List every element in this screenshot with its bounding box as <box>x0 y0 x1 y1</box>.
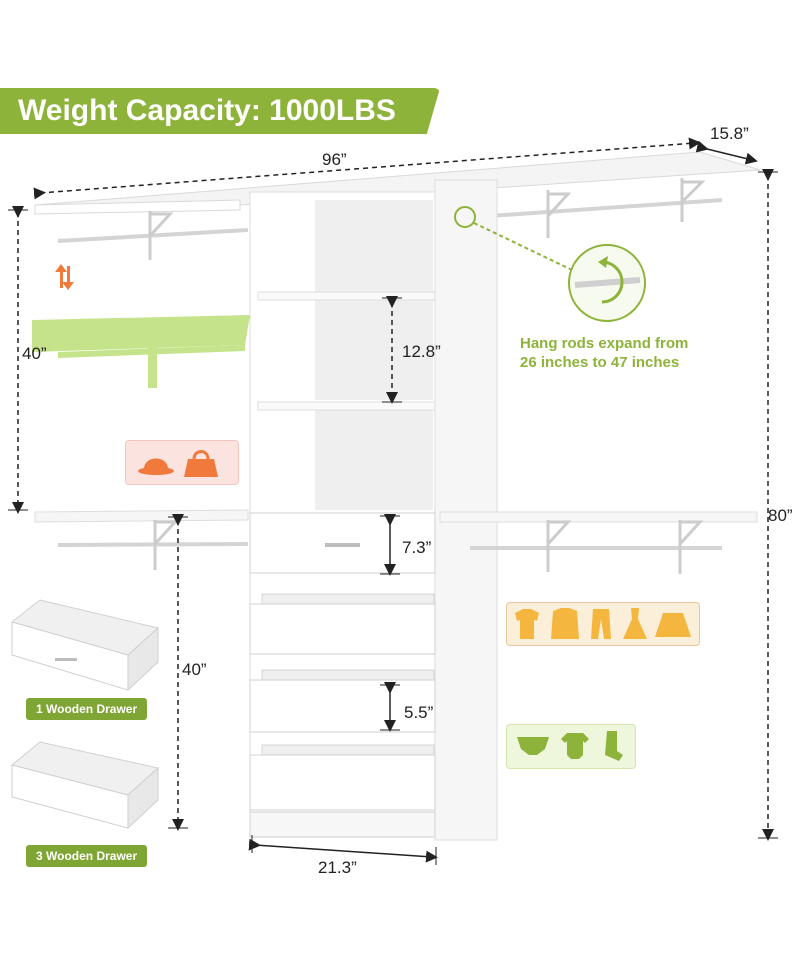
hat-icon <box>138 458 174 475</box>
onesie-icon <box>561 733 589 759</box>
shirt-icon <box>515 609 539 639</box>
triple-drawer-illustration <box>10 741 160 830</box>
dress-icon <box>623 608 647 639</box>
triple-drawer-label: 3 Wooden Drawer <box>26 845 148 867</box>
adjust-arrows-icon <box>55 264 74 290</box>
left-upper-rod-assembly <box>57 211 249 260</box>
adjustable-shelf-highlight <box>32 315 250 388</box>
dim-upper-hang-height: 40” <box>22 344 47 363</box>
hang-rod-note-line1: Hang rods expand from <box>520 335 689 352</box>
pants-icon <box>591 609 611 639</box>
single-drawer-label: 1 Wooden Drawer <box>26 698 148 720</box>
dim-total-height: 80” <box>768 506 793 525</box>
single-drawer-illustration <box>10 599 160 692</box>
dim-shelf-spacing: 12.8” <box>402 342 441 361</box>
underwear-icon <box>517 737 549 755</box>
lower-right-shelf <box>439 511 758 574</box>
weight-capacity-text: Weight Capacity: 1000LBS <box>18 94 396 127</box>
dim-tower-width: 21.3” <box>318 858 357 877</box>
weight-capacity-banner: Weight Capacity: 1000LBS <box>0 88 440 134</box>
dim-lower-hang-height: 40” <box>182 660 207 679</box>
accessories-icon-panel <box>125 440 239 485</box>
clothes-icon-panel <box>506 602 700 646</box>
center-tower <box>249 179 498 841</box>
hang-rod-note-line2: 26 inches to 47 inches <box>520 354 680 371</box>
hang-rod-note: Hang rods expand from 26 inches to 47 in… <box>520 334 688 372</box>
skirt-icon <box>655 613 691 637</box>
kids-icon-panel <box>506 724 636 769</box>
handbag-icon <box>184 450 218 477</box>
dim-top-drawer: 7.3” <box>402 538 432 557</box>
dim-drawer-spacing: 5.5” <box>404 703 434 722</box>
sock-icon <box>605 731 623 761</box>
dim-depth: 15.8” <box>710 124 749 143</box>
jacket-icon <box>551 608 579 639</box>
lower-left-shelf <box>34 509 249 570</box>
rod-callout <box>454 206 646 322</box>
dim-total-width: 96” <box>322 150 347 169</box>
